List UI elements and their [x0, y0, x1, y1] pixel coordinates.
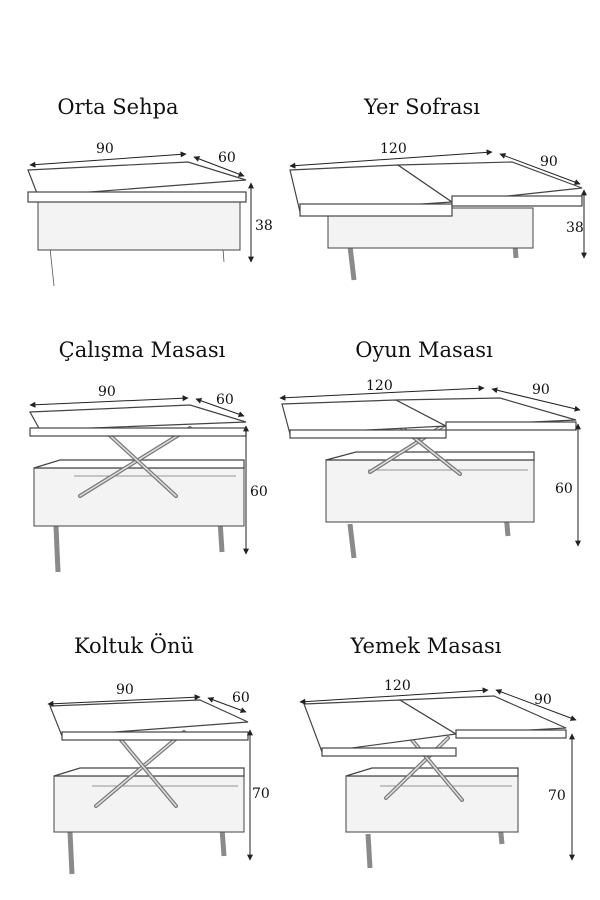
panel-title-oyun-masasi: Oyun Masası — [355, 338, 493, 362]
table-illustration-yemek-masasi — [303, 695, 567, 869]
width-label: 120 — [366, 378, 393, 394]
panel-title-koltuk-onu: Koltuk Önü — [73, 634, 195, 658]
dimension-koltuk-onu: 90 60 70 — [47, 682, 270, 861]
depth-label: 60 — [232, 690, 250, 706]
height-label: 38 — [566, 220, 584, 236]
table-illustration-koltuk-onu — [49, 699, 249, 875]
depth-label: 60 — [218, 150, 236, 166]
dimension-calisma-masasi: 90 60 60 — [29, 384, 268, 555]
depth-label: 60 — [216, 392, 234, 408]
width-label: 120 — [384, 678, 411, 694]
height-label: 70 — [252, 786, 270, 802]
width-label: 90 — [98, 384, 116, 400]
height-label: 60 — [250, 484, 268, 500]
panel-title-yer-sofrasi: Yer Sofrası — [363, 95, 481, 119]
panel-title-orta-sehpa: Orta Sehpa — [57, 95, 179, 119]
height-label: 70 — [548, 788, 566, 804]
width-label: 90 — [116, 682, 134, 698]
dimension-orta-sehpa: 90 60 38 — [29, 141, 273, 263]
width-label: 120 — [380, 141, 407, 157]
height-label: 60 — [555, 481, 573, 497]
table-illustration-calisma-masasi — [29, 404, 247, 573]
panel-title-yemek-masasi: Yemek Masası — [350, 634, 502, 658]
depth-label: 90 — [532, 382, 550, 398]
depth-label: 90 — [534, 692, 552, 708]
dimension-oyun-masasi: 120 90 60 — [279, 378, 581, 547]
table-illustration-orta-sehpa — [27, 161, 247, 287]
dimension-yer-sofrasi: 120 90 38 — [289, 141, 587, 259]
dimension-yemek-masasi: 120 90 70 — [299, 678, 577, 861]
panel-title-calisma-masasi: Çalışma Masası — [58, 338, 226, 362]
table-illustration-oyun-masasi — [281, 397, 577, 559]
width-label: 90 — [96, 141, 114, 157]
depth-label: 90 — [540, 154, 558, 170]
table-illustration-yer-sofrasi — [289, 161, 583, 281]
height-label: 38 — [255, 218, 273, 234]
